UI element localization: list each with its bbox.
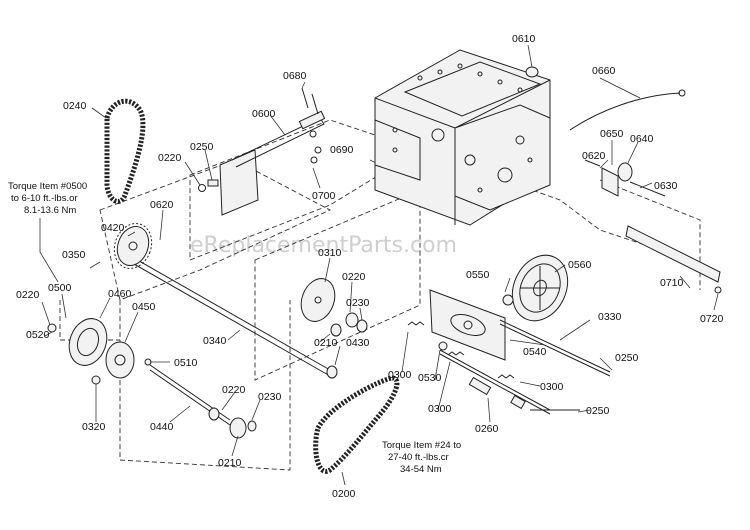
- part-0310-disc: [300, 257, 336, 322]
- label-0530: 0530: [418, 372, 442, 384]
- label-0510: 0510: [174, 357, 198, 369]
- label-0700: 0700: [312, 190, 336, 202]
- torque-note-24-line1: Torque Item #24 to: [382, 440, 461, 451]
- label-0620-a: 0620: [582, 150, 606, 162]
- part-0540-plate: [429, 289, 506, 361]
- label-0230-b: 0230: [258, 391, 282, 403]
- part-0200-chain: [313, 375, 400, 486]
- label-0300-c: 0300: [428, 403, 452, 415]
- label-0720: 0720: [700, 313, 724, 325]
- part-0710-bar: [625, 225, 722, 311]
- springs-0300: [407, 321, 515, 379]
- frame-holes: [392, 63, 533, 193]
- label-0220-c: 0220: [16, 289, 40, 301]
- torque-note-24-line2: 27-40 ft.-lbs.cr: [388, 452, 449, 463]
- part-0610: [525, 44, 539, 78]
- part-0660-cable: [569, 77, 686, 131]
- label-0330: 0330: [598, 311, 622, 323]
- label-0220-a: 0220: [158, 152, 182, 164]
- label-0560: 0560: [568, 259, 592, 271]
- label-0640: 0640: [630, 133, 654, 145]
- part-0240-chain: [91, 98, 146, 204]
- label-0710: 0710: [660, 277, 684, 289]
- torque-note-0500: Torque Item #0500 to 6-10 ft.-lbs.or 8.1…: [8, 181, 87, 216]
- right-bracket-assembly: [584, 140, 666, 197]
- label-0340: 0340: [203, 335, 227, 347]
- label-0440: 0440: [150, 421, 174, 433]
- part-labels: 0610 0660 0680 0600 0690 0700 0240 0220 …: [16, 33, 724, 500]
- label-0300-b: 0300: [540, 381, 564, 393]
- label-0310: 0310: [318, 247, 342, 259]
- torque-note-0500-line1: Torque Item #0500: [8, 181, 87, 192]
- label-0220-b: 0220: [342, 271, 366, 283]
- label-0250-b: 0250: [615, 352, 639, 364]
- label-0500: 0500: [48, 282, 72, 294]
- label-0540: 0540: [523, 346, 547, 358]
- label-0250-c: 0250: [586, 405, 610, 417]
- gear-case-housing: [374, 49, 551, 226]
- label-0460: 0460: [108, 288, 132, 300]
- center-washers: [326, 312, 368, 379]
- leader-lines: [41, 159, 691, 457]
- label-0320: 0320: [82, 421, 106, 433]
- label-0620-b: 0620: [150, 199, 174, 211]
- label-0220-d: 0220: [222, 384, 246, 396]
- torque-note-24: Torque Item #24 to 27-40 ft.-lbs.cr 34-5…: [382, 440, 461, 475]
- label-0250-a: 0250: [190, 141, 214, 153]
- part-0260-shaft: [468, 376, 580, 411]
- torque-lead-0500: [39, 218, 67, 319]
- small-hardware-top: [184, 149, 219, 192]
- label-0230-a: 0230: [346, 297, 370, 309]
- part-0560-pulley: [502, 254, 569, 322]
- label-0660: 0660: [592, 65, 616, 77]
- label-0520: 0520: [26, 329, 50, 341]
- label-0690: 0690: [330, 144, 354, 156]
- bottom-washers: [208, 407, 257, 439]
- label-0550: 0550: [466, 269, 490, 281]
- label-0300-a: 0300: [388, 369, 412, 381]
- torque-note-0500-line2: to 6-10 ft.-lbs.or: [11, 193, 78, 204]
- label-0420: 0420: [101, 222, 125, 234]
- label-0350: 0350: [62, 249, 86, 261]
- label-0210-a: 0210: [314, 337, 338, 349]
- torque-note-0500-line3: 8.1-13.6 Nm: [24, 205, 76, 216]
- part-0600-lever: [219, 110, 326, 216]
- label-0630: 0630: [654, 180, 678, 192]
- part-0680-screws: [301, 81, 322, 189]
- label-0680: 0680: [283, 70, 307, 82]
- label-0210-b: 0210: [218, 457, 242, 469]
- torque-note-24-line3: 34-54 Nm: [400, 464, 442, 475]
- label-0600: 0600: [252, 108, 276, 120]
- part-0460-pulley: [47, 318, 152, 385]
- label-0240: 0240: [63, 100, 87, 112]
- label-0610: 0610: [512, 33, 536, 45]
- label-0650: 0650: [600, 128, 624, 140]
- part-0420-sprocket: [113, 223, 153, 269]
- label-0450: 0450: [132, 301, 156, 313]
- label-0200: 0200: [332, 488, 356, 500]
- label-0430: 0430: [346, 337, 370, 349]
- label-0260: 0260: [475, 423, 499, 435]
